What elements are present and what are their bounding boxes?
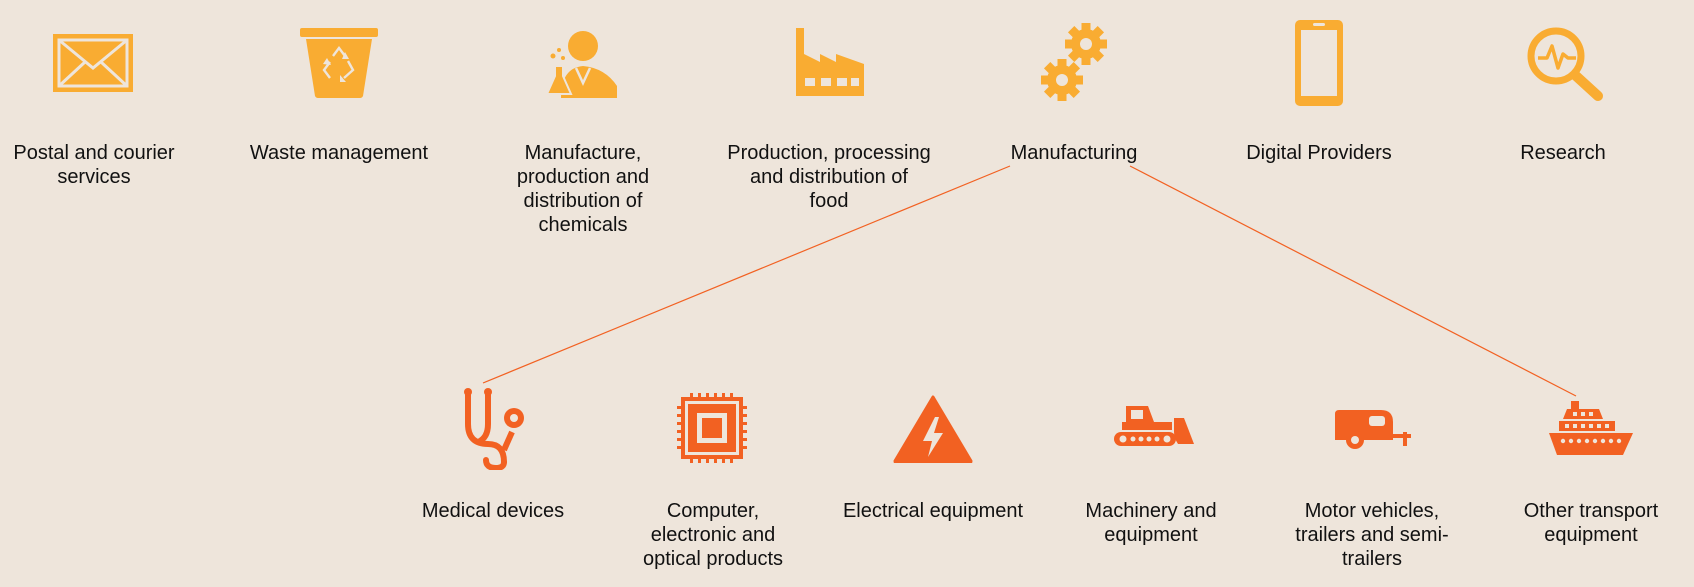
factory-icon <box>796 28 864 96</box>
caravan-icon <box>1335 410 1411 449</box>
sector-label: Research <box>1520 142 1606 164</box>
sector-label: Digital Providers <box>1246 142 1392 164</box>
subsector-label: Medical devices <box>421 500 565 522</box>
high-voltage-icon <box>893 395 973 463</box>
connector-line-left <box>482 165 1011 384</box>
sector-label: Postal and courier services <box>13 142 175 188</box>
ship-icon <box>1549 401 1633 455</box>
bulldozer-icon <box>1114 406 1194 446</box>
connector-line-right <box>1129 165 1577 397</box>
stethoscope-icon <box>464 388 524 470</box>
recycle-bin-icon <box>300 28 378 98</box>
subsector-label: Machinery and equipment <box>1085 500 1217 546</box>
smartphone-icon <box>1295 20 1343 106</box>
subsector-label: Other transport equipment <box>1523 500 1659 546</box>
magnifier-pulse-icon <box>1527 27 1603 101</box>
gears-icon <box>1041 23 1107 101</box>
subsector-label: Motor vehicles, trailers and semi- trail… <box>1295 500 1449 570</box>
sector-label: Manufacturing <box>1010 142 1138 164</box>
envelope-icon <box>53 34 133 92</box>
subsector-label: Electrical equipment <box>842 500 1024 522</box>
subsector-label: Computer, electronic and optical product… <box>642 500 784 570</box>
microchip-icon <box>677 393 747 463</box>
sector-label: Manufacture, production and distribution… <box>516 142 650 236</box>
sector-label: Production, processing and distribution … <box>727 142 931 212</box>
sector-label: Waste management <box>249 142 429 164</box>
chemist-icon <box>545 31 617 98</box>
